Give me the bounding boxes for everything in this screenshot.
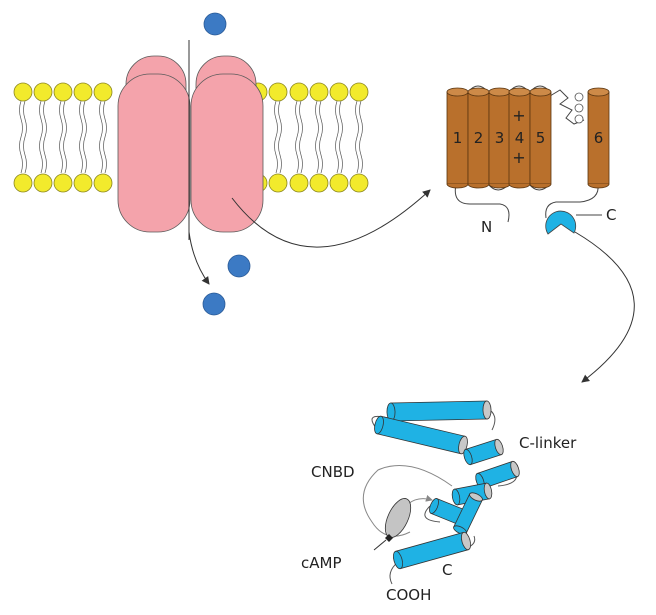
lipid-tail [274,100,282,174]
camp-pointer-line [373,539,387,551]
helix-segment-1: 1 [446,87,469,189]
ion-channel [117,40,264,240]
lipid-tail [99,100,107,174]
c-linker-label: C-linker [519,434,577,452]
ion-intracellular-2 [202,292,226,316]
cooh-label: COOH [386,586,431,604]
lipid-tail [295,100,303,174]
cnbd-helix [393,531,471,570]
helix-label-3: 3 [495,129,505,147]
lipid-head [268,82,288,102]
arrow-to-cnbd-detail [574,231,635,383]
cnbd-helix [374,415,468,455]
c-terminus-label: C [606,206,616,224]
lipid-head [289,82,309,102]
lipid-tail [335,100,343,174]
camp-phosphate-icon [385,534,393,542]
s4-charge-top: + [512,106,525,125]
cnbd-label: CNBD [311,463,355,481]
helix-segment-6: 6 [587,87,610,189]
ion-extracellular [203,12,227,36]
lipid-head [349,82,369,102]
lipid-bilayer-right [248,82,369,193]
c-terminus-label-detail: C [442,561,452,579]
lipid-tail [315,100,323,174]
lipid-tail [79,100,87,174]
lipid-head [309,82,329,102]
helix-label-2: 2 [474,129,484,147]
lipid-head [309,173,329,193]
lipid-head [268,173,288,193]
lipid-head [13,173,33,193]
n-terminus-label: N [481,218,492,236]
helix-segment-4: 4 [508,87,531,189]
lipid-head [93,82,113,102]
lipid-tail [59,100,67,174]
lipid-head [13,82,33,102]
ion-flow-arrow [188,231,210,285]
lipid-head [349,173,369,193]
arrow-to-topology [231,189,431,248]
n-terminus-tail [454,183,510,223]
lipid-head [289,173,309,193]
lipid-tail [39,100,47,174]
lipid-tail [355,100,363,174]
camp-label: cAMP [301,554,342,572]
s4-charge-bottom: + [512,148,525,167]
cnbd-helix [386,400,492,422]
lipid-head [33,82,53,102]
lipid-head [93,173,113,193]
cnbd-pacman-icon [545,210,577,235]
channel-subunit-front-left [117,73,191,233]
lipid-head [73,82,93,102]
helix-segment-2: 2 [467,87,490,189]
helix-label-5: 5 [536,129,546,147]
pore-loop [549,89,585,125]
helix-label-6: 6 [594,129,604,147]
cnbd-helix [463,438,504,466]
helix-segment-3: 3 [488,87,511,189]
cnbd-helices [374,400,520,570]
ion-intracellular-1 [227,254,251,278]
lipid-head [329,173,349,193]
selectivity-filter [574,92,584,124]
cnbd-inner-arrow [407,494,433,505]
lipid-tail [19,100,27,174]
cnbd-detail: C-linker CNBD cAMP C COOH [301,400,577,604]
c-terminus-tail [545,183,599,219]
lipid-head [33,173,53,193]
lipid-head [329,82,349,102]
lipid-head [73,173,93,193]
helix-label-1: 1 [453,129,463,147]
helix-segment-5: 5 [529,87,552,189]
lipid-bilayer-left [13,82,113,193]
helix-label-4: 4 [515,129,525,147]
lipid-head [53,173,73,193]
channel-subunit-front-right [190,73,264,233]
lipid-head [53,82,73,102]
